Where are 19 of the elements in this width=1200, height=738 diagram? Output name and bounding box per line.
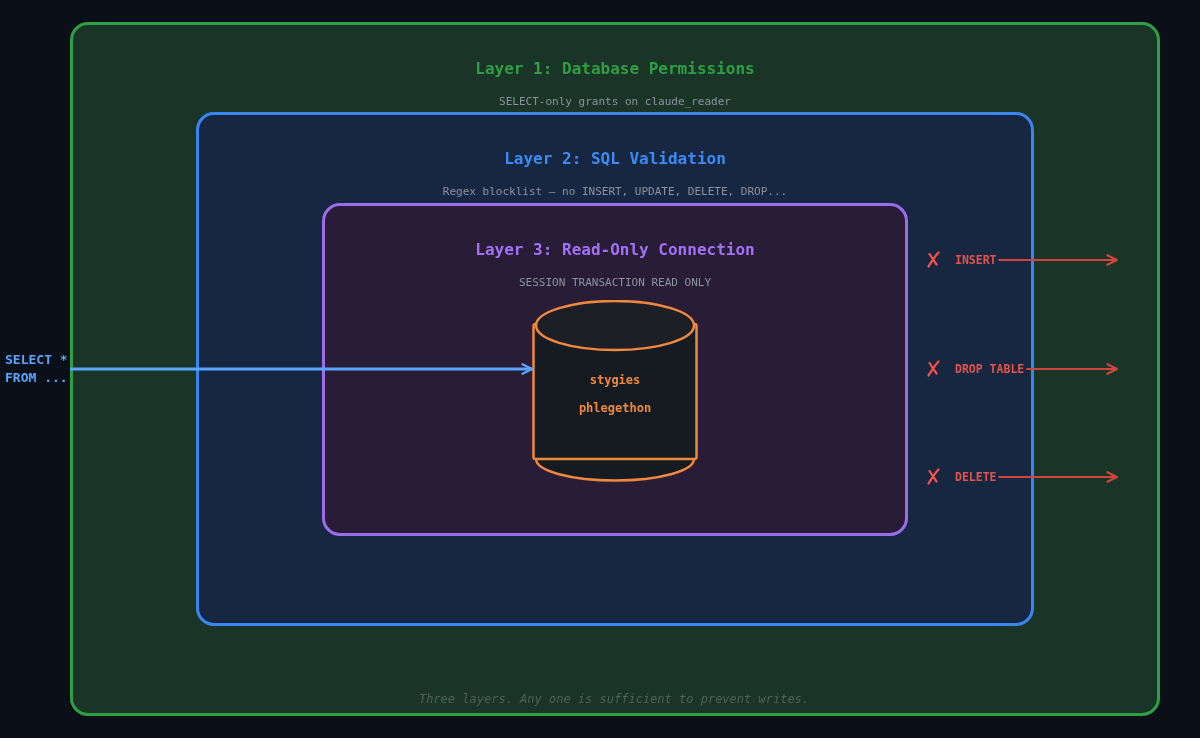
layer-title: Layer 3: Read-Only Connection [475, 240, 755, 260]
layer-title: Layer 1: Database Permissions [475, 59, 755, 79]
arrow [998, 254, 1119, 266]
layer-panel [70, 22, 1160, 716]
blocked-statement: INSERT [955, 253, 997, 267]
arrow [70, 363, 534, 375]
layer-title: Layer 2: SQL Validation [504, 149, 726, 169]
layer-panel [322, 203, 908, 536]
database-name: stygies [589, 373, 641, 388]
layer-subtitle: Regex blocklist — no INSERT, UPDATE, DELETE, DROP... [442, 185, 788, 199]
database-name: phlegethon [578, 401, 652, 416]
arrow [998, 471, 1119, 483]
layer-panel [196, 112, 1034, 626]
layer-subtitle: SESSION TRANSACTION READ ONLY [518, 276, 712, 290]
layer-subtitle: SELECT-only grants on claude_reader [499, 95, 731, 109]
query-text: SELECT * FROM ... [5, 351, 69, 387]
arrow [1026, 363, 1119, 375]
blocked-statement: DELETE [955, 470, 997, 484]
blocked-statement: DROP TABLE [955, 362, 1025, 376]
